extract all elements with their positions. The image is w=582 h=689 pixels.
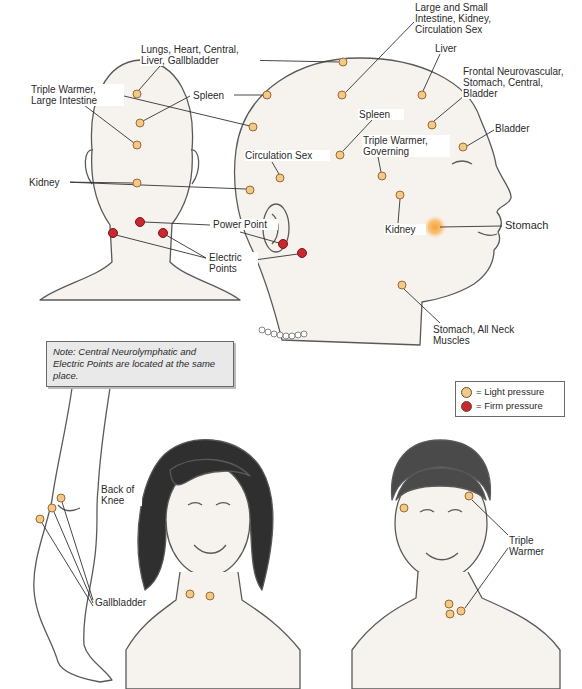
point-label: Triple Warmer, Large Intestine	[30, 84, 124, 106]
legend-row: = Firm pressure	[461, 399, 559, 413]
point-label: Lungs, Heart, Central, Liver, Gallbladde…	[140, 44, 260, 66]
legend-box: = Light pressure= Firm pressure	[455, 381, 565, 417]
note-text: Note: Central Neurolymphatic and Electri…	[53, 346, 227, 382]
point-label: Spleen	[358, 109, 404, 120]
point-label: Spleen	[192, 90, 234, 101]
point-label: Stomach, All Neck Muscles	[432, 324, 546, 346]
point-label: Stomach	[504, 220, 566, 231]
point-label: Triple Warmer, Governing	[362, 135, 450, 157]
legend-row: = Light pressure	[461, 385, 559, 399]
point-label: Electric Points	[208, 252, 258, 274]
point-label: Bladder	[494, 123, 546, 134]
point-label: Frontal Neurovascular, Stomach, Central,…	[462, 66, 576, 99]
note-box: Note: Central Neurolymphatic and Electri…	[46, 341, 234, 387]
legend-text: = Light pressure	[476, 385, 544, 399]
point-label: Large and Small Intestine, Kidney, Circu…	[414, 2, 512, 35]
point-label: Gallbladder	[94, 597, 162, 608]
point-label: Liver	[434, 43, 476, 54]
point-label: Back of Knee	[100, 484, 142, 506]
point-label: Circulation Sex	[244, 150, 330, 161]
legend-swatch	[461, 401, 472, 412]
legend-text: = Firm pressure	[476, 399, 543, 413]
point-label: Power Point	[212, 219, 278, 230]
point-label: Triple Warmer	[508, 535, 564, 557]
legend-swatch	[461, 387, 472, 398]
point-label: Kidney	[28, 177, 70, 188]
point-label: Kidney	[384, 224, 426, 235]
